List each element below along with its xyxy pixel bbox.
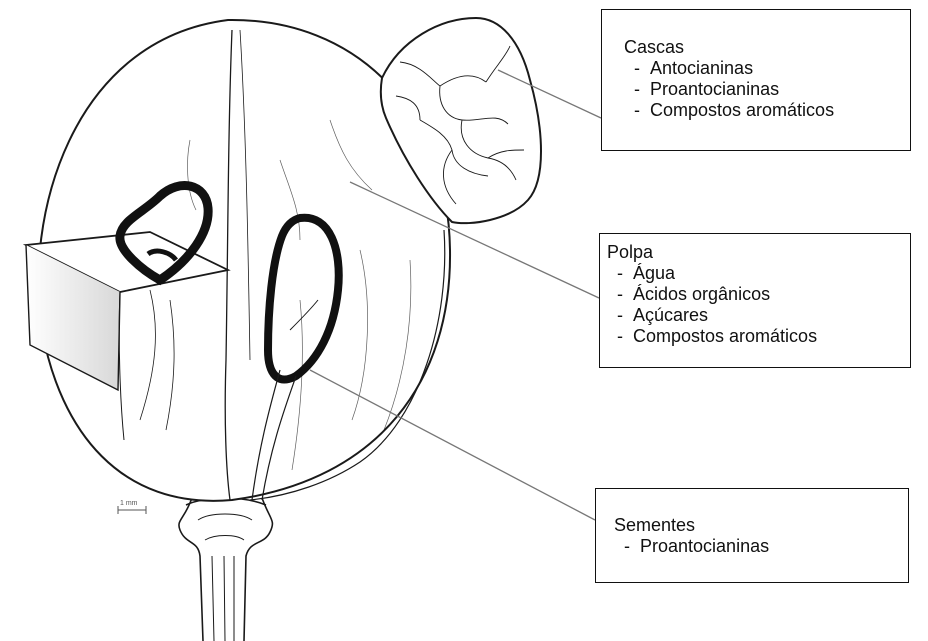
list-item: Ácidos orgânicos: [617, 284, 910, 305]
callout-sementes: Sementes Proantocianinas: [595, 488, 909, 583]
callout-polpa: Polpa Água Ácidos orgânicos Açúcares Com…: [599, 233, 911, 368]
stem: [179, 498, 273, 641]
scale-bar: [118, 506, 146, 514]
list-item: Compostos aromáticos: [634, 100, 910, 121]
list-item: Antocianinas: [634, 58, 910, 79]
callout-title: Sementes: [614, 515, 908, 536]
scale-bar-label: 1 mm: [120, 500, 138, 507]
list-item: Compostos aromáticos: [617, 326, 910, 347]
list-item: Água: [617, 263, 910, 284]
callout-list: Antocianinas Proantocianinas Compostos a…: [624, 58, 910, 121]
list-item: Açúcares: [617, 305, 910, 326]
callout-title: Cascas: [624, 37, 910, 58]
list-item: Proantocianinas: [624, 536, 908, 557]
callout-cascas: Cascas Antocianinas Proantocianinas Comp…: [601, 9, 911, 151]
callout-list: Proantocianinas: [614, 536, 908, 557]
list-item: Proantocianinas: [634, 79, 910, 100]
callout-title: Polpa: [607, 242, 910, 263]
callout-list: Água Ácidos orgânicos Açúcares Compostos…: [607, 263, 910, 347]
